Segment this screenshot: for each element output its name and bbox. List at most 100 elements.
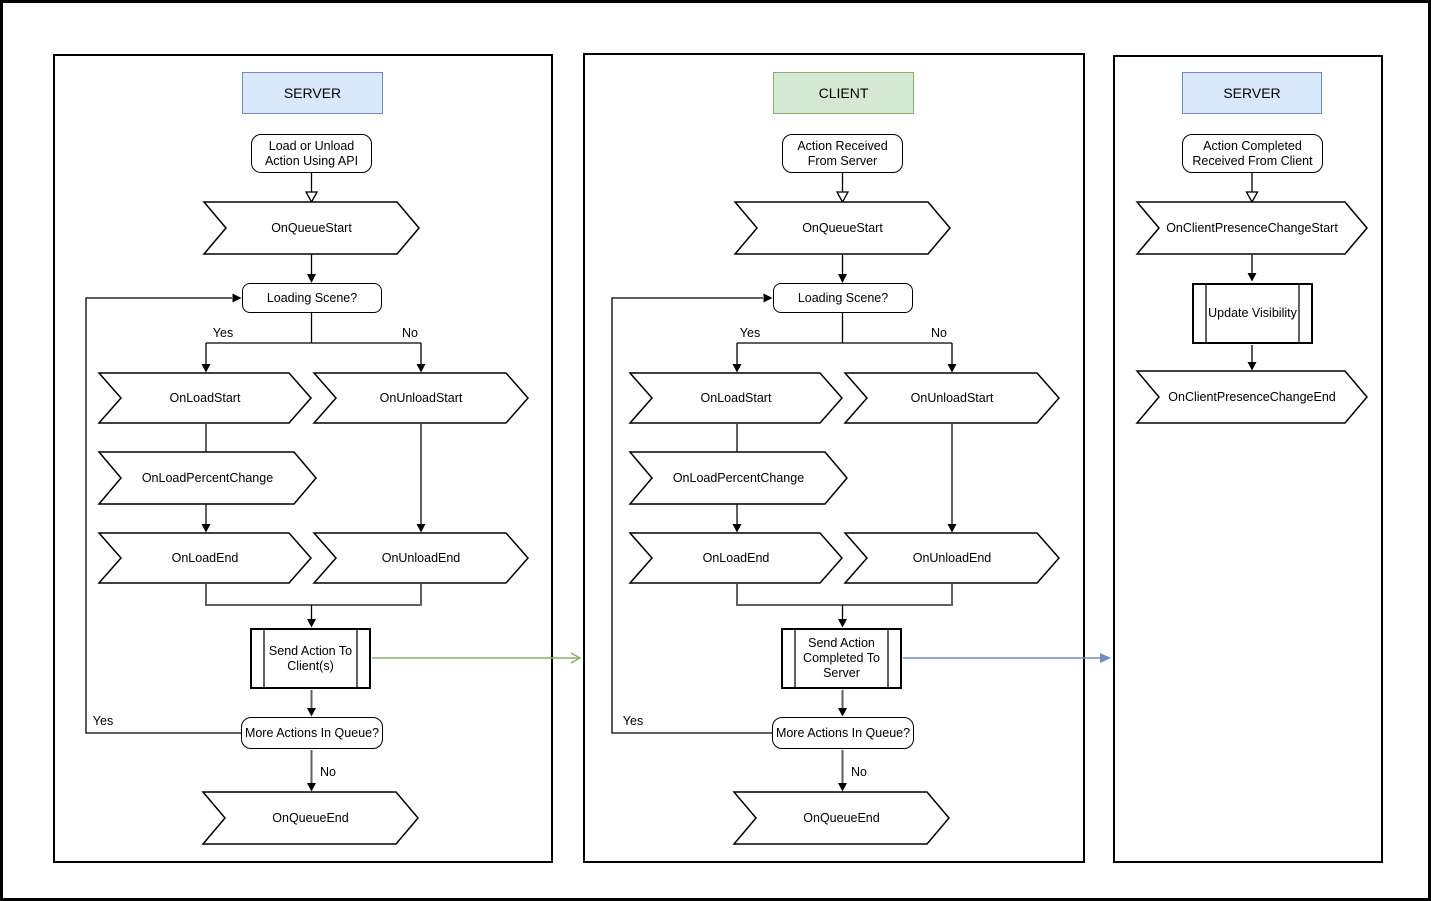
chevron-shape	[628, 372, 843, 424]
chevron-shape	[312, 372, 529, 424]
chevron-shape	[733, 201, 951, 255]
start-line1: Action Completed	[1203, 138, 1302, 153]
header-client-queue: CLIENT	[773, 72, 914, 114]
branch-label-yes: Yes	[739, 326, 761, 340]
start-line2: From Server	[807, 153, 878, 168]
start-load-unload-action: Load or Unload Action Using API	[251, 134, 372, 173]
chevron-shape	[97, 372, 312, 424]
process-send-action-to-clients: Send Action To Client(s)	[250, 628, 371, 689]
start-action-completed-received: Action Completed Received From Client	[1182, 134, 1323, 173]
header-server-queue: SERVER	[242, 72, 383, 114]
chevron-polygon	[732, 791, 950, 845]
event-onloadstart-server: OnLoadStart	[97, 372, 312, 424]
chevron-shape	[732, 791, 950, 845]
inset-line	[1298, 285, 1300, 342]
chevron-shape	[1135, 370, 1368, 424]
chevron-shape	[628, 451, 848, 505]
event-onqueuestart-client: OnQueueStart	[733, 201, 951, 255]
event-onqueueend-client: OnQueueEnd	[732, 791, 950, 845]
process-line1: Send Action To	[268, 643, 353, 658]
chevron-shape	[1135, 201, 1368, 255]
chevron-shape	[202, 201, 420, 255]
event-onunloadstart-server: OnUnloadStart	[312, 372, 529, 424]
event-onloadpercentchange-server: OnLoadPercentChange	[97, 451, 317, 505]
branch-label-yes: Yes	[212, 326, 234, 340]
chevron-polygon	[628, 372, 843, 424]
event-onclientpresencechangeend: OnClientPresenceChangeEnd	[1135, 370, 1368, 424]
header-label: SERVER	[283, 85, 342, 101]
event-onloadend-client: OnLoadEnd	[628, 532, 843, 584]
chevron-polygon	[312, 532, 529, 584]
exit-label-no: No	[851, 765, 867, 779]
start-line2: Received From Client	[1192, 153, 1313, 168]
event-label: OnLoadPercentChange	[141, 471, 274, 485]
chevron-polygon	[97, 372, 312, 424]
chevron-shape	[628, 532, 843, 584]
event-label: OnUnloadStart	[379, 391, 463, 405]
event-label: OnLoadEnd	[171, 551, 239, 565]
exit-label-no: No	[320, 765, 336, 779]
inset-line	[794, 630, 796, 687]
inset-line	[1205, 285, 1207, 342]
event-label: OnClientPresenceChangeEnd	[1168, 390, 1336, 404]
event-label: OnQueueEnd	[803, 811, 880, 825]
event-onloadpercentchange-client: OnLoadPercentChange	[628, 451, 848, 505]
chevron-polygon	[97, 451, 317, 505]
chevron-shape	[201, 791, 419, 845]
event-label: OnLoadStart	[700, 391, 772, 405]
send-to-client-arrowhead	[570, 652, 582, 664]
chevron-shape	[312, 532, 529, 584]
panel-server-presence	[1113, 55, 1383, 863]
event-label: OnUnloadEnd	[381, 551, 461, 565]
decision-label: Loading Scene?	[266, 290, 358, 305]
event-label: OnQueueEnd	[272, 811, 349, 825]
decision-label: Loading Scene?	[797, 290, 889, 305]
chevron-polygon	[1135, 370, 1368, 424]
process-line3: Server	[823, 666, 860, 680]
header-label: CLIENT	[818, 85, 869, 101]
chevron-shape	[97, 451, 317, 505]
event-onclientpresencechangestart: OnClientPresenceChangeStart	[1135, 201, 1368, 255]
chevron-polygon	[312, 372, 529, 424]
start-action-received: Action Received From Server	[782, 134, 903, 173]
event-label: OnUnloadEnd	[912, 551, 992, 565]
event-label: OnUnloadStart	[910, 391, 994, 405]
event-onloadend-server: OnLoadEnd	[97, 532, 312, 584]
event-onloadstart-client: OnLoadStart	[628, 372, 843, 424]
chevron-shape	[97, 532, 312, 584]
inset-line	[356, 630, 358, 687]
chevron-polygon	[843, 532, 1060, 584]
chevron-shape	[843, 372, 1060, 424]
chevron-polygon	[628, 532, 843, 584]
chevron-polygon	[97, 532, 312, 584]
chevron-polygon	[843, 372, 1060, 424]
header-server-presence: SERVER	[1182, 72, 1322, 114]
event-label: OnLoadPercentChange	[672, 471, 805, 485]
event-label: OnQueueStart	[802, 221, 883, 235]
decision-loading-scene-server: Loading Scene?	[242, 283, 382, 313]
event-onunloadend-server: OnUnloadEnd	[312, 532, 529, 584]
chevron-polygon	[628, 451, 848, 505]
chevron-polygon	[202, 201, 420, 255]
event-onqueuestart-server: OnQueueStart	[202, 201, 420, 255]
process-line2: Client(s)	[287, 658, 334, 673]
start-line2: Action Using API	[264, 153, 359, 168]
event-label: OnQueueStart	[271, 221, 352, 235]
loop-label-yes: Yes	[622, 714, 644, 728]
process-send-action-completed: Send Action Completed To Server	[781, 628, 902, 689]
event-label: OnLoadEnd	[702, 551, 770, 565]
decision-label: More Actions In Queue?	[244, 725, 380, 740]
process-line1: Send Action	[808, 636, 875, 650]
start-line1: Action Received	[797, 138, 888, 153]
branch-label-no: No	[402, 326, 418, 340]
completed-to-server-arrowhead	[1100, 653, 1111, 663]
inset-line	[887, 630, 889, 687]
start-line1: Load or Unload	[268, 138, 355, 153]
chevron-shape	[843, 532, 1060, 584]
event-onunloadend-client: OnUnloadEnd	[843, 532, 1060, 584]
event-label: OnClientPresenceChangeStart	[1166, 221, 1338, 235]
chevron-polygon	[733, 201, 951, 255]
event-label: OnLoadStart	[169, 391, 241, 405]
process-label: Update Visibility	[1208, 306, 1297, 320]
